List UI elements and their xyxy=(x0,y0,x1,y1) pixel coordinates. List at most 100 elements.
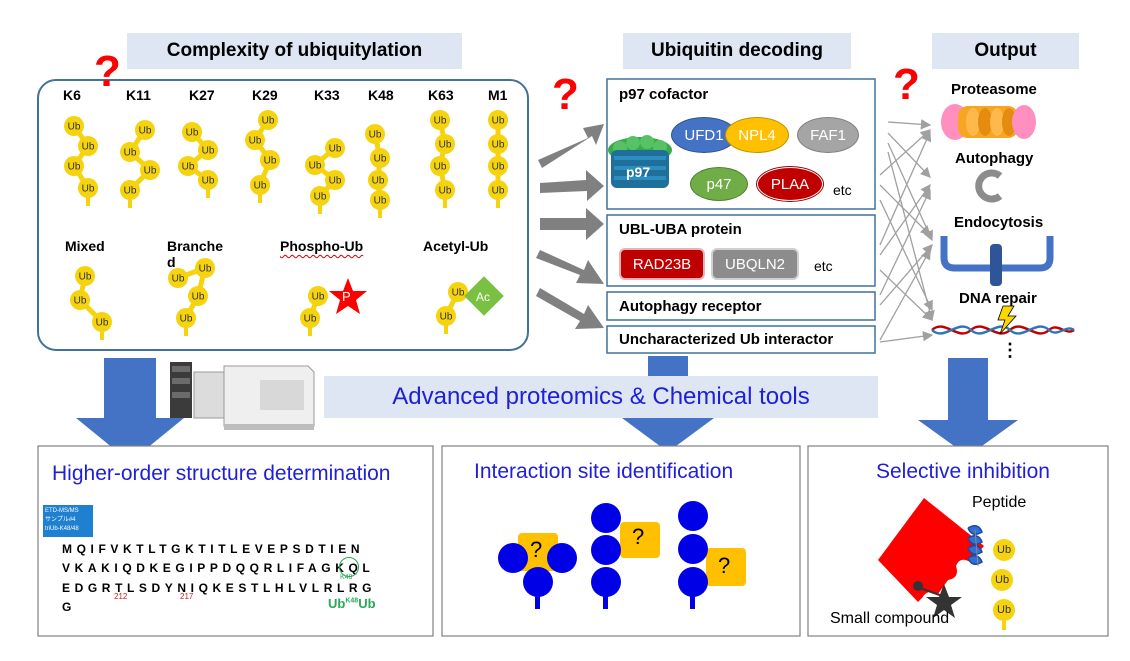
linkage-label-k29: K29 xyxy=(252,87,278,103)
ub-molecule-label: Ub xyxy=(144,166,157,177)
plaa-pill: PLAA xyxy=(757,167,823,201)
ub-tail xyxy=(128,198,132,208)
inhibition-ub-3: Ub xyxy=(997,604,1012,616)
complexity-header: Complexity of ubiquitylation xyxy=(127,33,462,69)
ub-molecule xyxy=(310,186,330,206)
ub-k48-ub-a: Ub xyxy=(328,596,346,611)
ub-molecule-label: Ub xyxy=(372,176,385,187)
ub-molecule xyxy=(436,306,456,326)
ub-molecule xyxy=(370,190,390,210)
ub-molecule-label: Ub xyxy=(96,318,109,329)
ub-molecule-label: Ub xyxy=(439,186,452,197)
ms-tag-line3: triUb-K48/48 xyxy=(45,526,79,532)
ub-molecule-label: Ub xyxy=(374,196,387,207)
ub-molecule xyxy=(78,136,98,156)
ub-molecule xyxy=(488,156,508,176)
sequence-row-3: EDGRTLSDYNIQKESTLHLVLRLRG xyxy=(62,581,377,595)
ub-molecule-label: Ub xyxy=(374,154,387,165)
inhibition-panel-title: Selective inhibition xyxy=(876,460,1050,483)
peptide-label: Peptide xyxy=(972,494,1027,511)
linkage-label-k11: K11 xyxy=(126,87,151,103)
ub-molecule xyxy=(182,122,202,142)
acetyl-mark: Ac xyxy=(476,290,491,304)
ms-tag-line1: ETD-MS/MS xyxy=(45,508,79,514)
ub-molecule xyxy=(430,110,450,130)
ub-molecule-label: Ub xyxy=(254,181,267,192)
ub-molecule-label: Ub xyxy=(139,126,152,137)
complexity-box xyxy=(37,79,529,351)
ub-molecule xyxy=(176,308,196,328)
etc-label-1: etc xyxy=(833,182,852,198)
linkage-label-k48: K48 xyxy=(368,87,394,103)
structure-panel xyxy=(37,445,434,637)
interaction-question-1: ? xyxy=(530,537,543,562)
ub-molecule xyxy=(168,268,188,288)
ub-tail xyxy=(308,326,312,336)
ub-tail xyxy=(258,193,262,203)
ub-molecule xyxy=(92,312,112,332)
p97-label: p97 xyxy=(626,164,651,180)
dna-repair-label: DNA repair xyxy=(959,290,1037,307)
faf1-pill: FAF1 xyxy=(797,117,859,153)
ub-molecule-label: Ub xyxy=(492,162,505,173)
ub-molecule-label: Ub xyxy=(312,292,325,303)
ub-molecule-label: Ub xyxy=(172,274,185,285)
branched-label: Branche d xyxy=(167,238,233,270)
ub-molecule-label: Ub xyxy=(124,148,137,159)
ub-molecule-label: Ub xyxy=(434,116,447,127)
linkage-label-k63: K63 xyxy=(428,87,454,103)
ub-molecule xyxy=(435,134,455,154)
ub-molecule-label: Ub xyxy=(68,122,81,133)
linkage-label-k33: K33 xyxy=(314,87,340,103)
uncharacterized-box xyxy=(606,325,876,354)
ub-k48-ub-label: UbK48Ub xyxy=(328,596,376,611)
ms-tag: ETD-MS/MS サンプル#4 triUb-K48/48 xyxy=(43,505,93,537)
ub-molecule-label: Ub xyxy=(309,161,322,172)
ub-molecule xyxy=(368,170,388,190)
ub-molecule xyxy=(135,120,155,140)
question-mark-output: ? xyxy=(893,60,920,109)
ub-molecule xyxy=(488,110,508,130)
sequence-row-4: G xyxy=(62,600,76,614)
ub-tail xyxy=(206,188,210,198)
ub-molecule xyxy=(198,170,218,190)
ms-tag-line2: サンプル#4 xyxy=(45,517,76,523)
acetyl-ub-label: Acetyl-Ub xyxy=(423,238,489,254)
ub-molecule xyxy=(305,155,325,175)
endocytosis-icon xyxy=(940,236,1054,286)
question-mark-complexity: ? xyxy=(94,47,121,96)
ub-tail xyxy=(378,208,382,218)
ub-molecule xyxy=(120,180,140,200)
ub-tail xyxy=(443,198,447,208)
p97-cofactor-title: p97 cofactor xyxy=(619,86,709,103)
linkage-label-k27: K27 xyxy=(189,87,215,103)
ub-molecule xyxy=(488,134,508,154)
ub-molecule xyxy=(198,140,218,160)
small-compound-label: Small compound xyxy=(830,610,950,627)
ub-molecule-label: Ub xyxy=(369,130,382,141)
ub-molecule xyxy=(75,266,95,286)
ub-molecule-label: Ub xyxy=(199,264,212,275)
ub-molecule xyxy=(325,138,345,158)
p47-pill: p47 xyxy=(690,167,748,201)
ub-molecule-label: Ub xyxy=(79,272,92,283)
autophagy-label: Autophagy xyxy=(955,150,1034,167)
etc-label-2: etc xyxy=(814,258,833,274)
ub-molecule-label: Ub xyxy=(124,186,137,197)
ub-molecule-label: Ub xyxy=(264,156,277,167)
inhibition-ub-1: Ub xyxy=(997,544,1012,556)
ub-molecule xyxy=(260,150,280,170)
gray-arrows xyxy=(536,124,604,329)
branched-label-line1: Branche xyxy=(167,238,224,254)
ub-molecule-label: Ub xyxy=(249,136,262,147)
endocytosis-label: Endocytosis xyxy=(954,214,1044,231)
linkage-label-m1: M1 xyxy=(488,87,508,103)
ub-molecule xyxy=(430,156,450,176)
ub-molecule-label: Ub xyxy=(314,192,327,203)
ub-molecule xyxy=(370,148,390,168)
ub-molecule-label: Ub xyxy=(202,176,215,187)
ubl-uba-title: UBL-UBA protein xyxy=(619,221,742,238)
autophagy-receptor-box xyxy=(606,291,876,321)
ub-tail xyxy=(184,326,188,336)
ub-molecule xyxy=(488,180,508,200)
